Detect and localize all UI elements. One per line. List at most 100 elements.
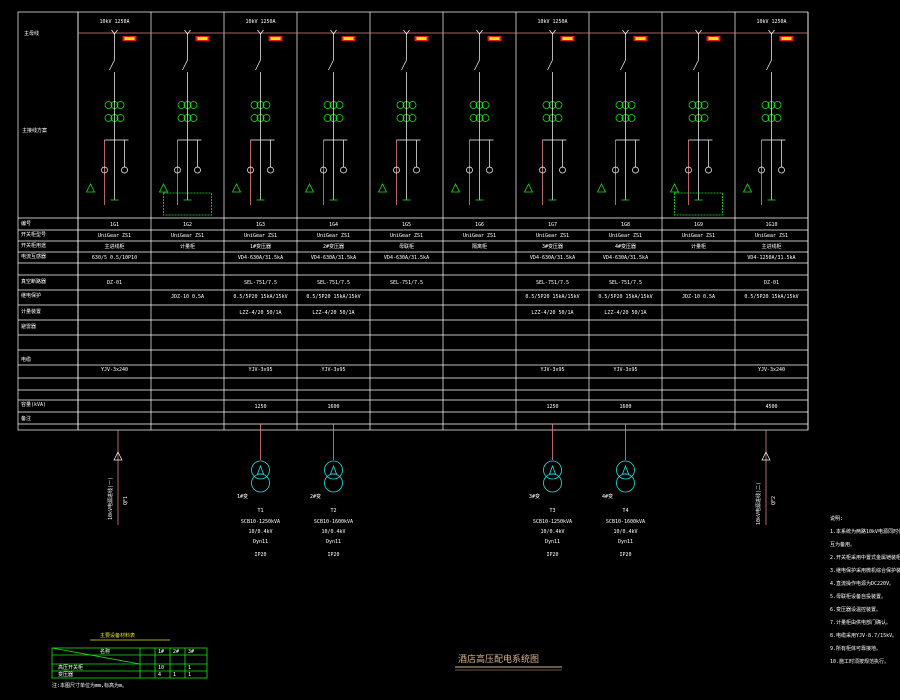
incoming-right: 10kV电源进线(二) QF2: [755, 430, 777, 525]
delta-icon: [329, 464, 338, 475]
panel-meter: JDZ-10 0.5A: [171, 294, 204, 300]
breaker-indicator-inner: [781, 37, 792, 40]
panel-relay: SEL-751/7.5: [317, 280, 350, 286]
lamp-icon: [466, 166, 473, 174]
ct-circle: [323, 101, 332, 109]
panel-use: 计量柜: [180, 243, 195, 250]
bus-tap: [111, 29, 118, 35]
arrester-icon: [596, 183, 607, 193]
lamp-icon: [539, 166, 546, 174]
panel-pt: LZZ-4/20 50/1A: [239, 310, 281, 316]
panel-model: UniGear ZS1: [244, 233, 277, 239]
legend-r0c1: 10: [158, 665, 164, 671]
panel-model: UniGear ZS1: [317, 233, 350, 239]
bus-tap: [330, 29, 337, 35]
panel-cable: YJV-3x95: [248, 367, 272, 373]
row-label-ct: 电流互感器: [21, 253, 46, 260]
panel-ct: VD4-630A/31.5kA: [238, 255, 283, 261]
panel-pt: LZZ-4/20 50/1A: [531, 310, 573, 316]
legend-table: 主要设备材料表 名称 1# 2# 3# 高压开关柜 10 1 变压器 4 1 1…: [51, 632, 208, 689]
panel-kva: 1600: [619, 404, 631, 410]
panel-ct: VD4-630A/31.5kA: [384, 255, 429, 261]
panel-pt: LZZ-4/20 50/1A: [312, 310, 354, 316]
ct-circle: [104, 114, 113, 122]
panel-kva: 4500: [765, 404, 777, 410]
legend-h2: 2#: [173, 649, 179, 655]
switch-blade: [620, 59, 626, 71]
legend-h1: 1#: [158, 649, 164, 655]
ct-circle: [177, 114, 186, 122]
ct-circle: [542, 114, 551, 122]
panel-number: 1G9: [694, 222, 703, 228]
row-label-cabinet-use: 开关柜用途: [21, 242, 46, 249]
panel-number: 1G3: [256, 222, 265, 228]
legend-r1c2: 1: [173, 672, 176, 678]
arrester-icon: [304, 183, 315, 193]
transformer-secondary-icon: [324, 473, 343, 493]
breaker-indicator-inner: [562, 37, 573, 40]
ct-circle: [554, 114, 563, 122]
legend-r1c3: 1: [188, 672, 191, 678]
panel-use: 2#变压器: [323, 243, 344, 250]
switch-blade: [109, 59, 115, 71]
transformer-ratio: 10/0.4kV: [540, 529, 564, 535]
ct-circle: [323, 114, 332, 122]
transformer-secondary-icon: [543, 473, 562, 493]
arrester-icon: [450, 183, 461, 193]
panel-number: 1G10: [765, 222, 777, 228]
note-line: 9.所有柜体可靠接地。: [830, 645, 881, 652]
ct-circle: [469, 114, 478, 122]
ct-circle: [554, 101, 563, 109]
legend-h3: 3#: [188, 649, 194, 655]
panel-cable: YJV-3x240: [758, 367, 785, 373]
row-label-cable: 电缆: [21, 356, 31, 363]
panel-use: 4#变压器: [615, 243, 636, 250]
switch-blade: [328, 59, 334, 71]
bus-tap: [257, 29, 264, 35]
incoming-left-id: QF1: [123, 496, 129, 505]
transformer-vector: Dyn11: [545, 539, 560, 545]
transformer-model: SCB10-1600kVA: [314, 519, 353, 525]
ct-circle: [396, 114, 405, 122]
note-line: 互为备用。: [830, 541, 855, 548]
lamp-icon: [340, 166, 347, 174]
panel-number: 1G5: [402, 222, 411, 228]
panel-model: UniGear ZS1: [463, 233, 496, 239]
panel-kva: 1600: [327, 404, 339, 410]
bus-row-label: 主母线: [24, 30, 39, 37]
ct-circle: [700, 114, 709, 122]
panel-model: UniGear ZS1: [171, 233, 204, 239]
arrester-icon: [231, 183, 242, 193]
panel-ct: VD4-630A/31.5kA: [603, 255, 648, 261]
switch-blade: [182, 59, 188, 71]
arrester-icon: [742, 183, 753, 193]
row-label-relay: 继电保护: [21, 292, 41, 299]
transformer-model: SCB10-1250kVA: [241, 519, 280, 525]
switch-blade: [766, 59, 772, 71]
row-label-cabinet-model: 开关柜型号: [21, 231, 46, 238]
ct-circle: [615, 114, 624, 122]
ct-circle: [481, 101, 490, 109]
panel-cable: YJV-3x240: [101, 367, 128, 373]
bus-rating: 10kV 1250A: [756, 19, 786, 25]
panel-model: UniGear ZS1: [755, 233, 788, 239]
lamp-icon: [121, 166, 128, 174]
panel-model: UniGear ZS1: [98, 233, 131, 239]
transformer-ip: IP20: [546, 552, 558, 558]
ct-circle: [116, 101, 125, 109]
ct-circle: [627, 114, 636, 122]
lamp-icon: [174, 166, 181, 174]
transformer-name: T1: [257, 508, 263, 514]
panel-use: 隔离柜: [472, 243, 487, 250]
arrester-icon: [85, 183, 96, 193]
transformer-load-label: 1#变: [237, 493, 248, 500]
panel-model: UniGear ZS1: [609, 233, 642, 239]
bus-tap: [622, 29, 629, 35]
panel-number: 1G7: [548, 222, 557, 228]
incoming-left-label: 10kV电源进线(一): [107, 477, 114, 520]
ct-circle: [408, 114, 417, 122]
legend-r1c1: 4: [158, 672, 161, 678]
